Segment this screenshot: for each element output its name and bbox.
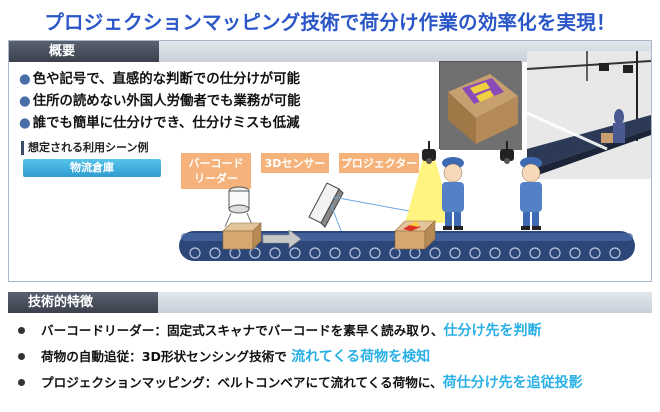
- bullet-dot-icon: [18, 353, 25, 360]
- scene-badge: 物流倉庫: [23, 159, 161, 177]
- bullet-dot-icon: [18, 327, 25, 334]
- overview-panel: 概要 ●色や記号で、直感的な判断での仕分けが可能 ●住所の読めない外国人労働者で…: [8, 40, 652, 282]
- projector-label: プロジェクター: [339, 153, 419, 173]
- 3d-sensor-label: 3Dセンサー: [261, 153, 329, 173]
- bullet-dot-icon: ●: [19, 94, 31, 109]
- overview-bullets: ●色や記号で、直感的な判断での仕分けが可能 ●住所の読めない外国人労働者でも業務…: [19, 69, 301, 135]
- conveyor-diagram: バーコード リーダー 3Dセンサー プロジェクター: [179, 141, 635, 261]
- barcode-reader-icon: [224, 186, 254, 228]
- feature-item: 荷物の自動追従：3D形状センシング技術で 流れてくる荷物を検知: [18, 346, 430, 366]
- overview-header-bar: [9, 41, 651, 62]
- svg-text:リーダー: リーダー: [194, 171, 238, 185]
- projected-parcel-icon: [394, 159, 453, 250]
- projector-icon: [422, 141, 436, 164]
- svg-text:バーコード: バーコード: [189, 157, 244, 170]
- projector-icon: [500, 141, 514, 164]
- warehouse-photo-image: [526, 51, 652, 179]
- features-header: 技術的特徴: [8, 292, 158, 313]
- overview-header: 概要: [9, 41, 159, 62]
- parcel-photo: [439, 61, 522, 150]
- features-header-bar: 技術的特徴: [8, 292, 652, 313]
- worker-icon: [520, 157, 542, 230]
- overview-bullet: ●色や記号で、直感的な判断での仕分けが可能: [19, 72, 300, 87]
- 3d-sensor-icon: [308, 182, 410, 252]
- feature-item: バーコードリーダー：固定式スキャナでバーコードを素早く読み取り、仕分け先を判断: [18, 320, 542, 340]
- movement-arrow-icon: [262, 229, 302, 249]
- features-section: 技術的特徴 バーコードリーダー：固定式スキャナでバーコードを素早く読み取り、仕分…: [8, 292, 652, 391]
- bullet-dot-icon: ●: [19, 72, 31, 87]
- warehouse-photo: [526, 51, 652, 179]
- parcel-box-icon: [222, 222, 262, 250]
- feature-item: プロジェクションマッピング：ベルトコンベアにて流れてくる荷物に、荷仕分け先を追従…: [18, 372, 583, 392]
- bullet-dot-icon: ●: [19, 116, 31, 131]
- barcode-reader-label: バーコード リーダー: [181, 153, 251, 189]
- worker-icon: [442, 157, 464, 230]
- page-title: プロジェクションマッピング技術で荷分け作業の効率化を実現！: [44, 11, 616, 34]
- overview-bullet: ●住所の読めない外国人労働者でも業務が可能: [19, 94, 301, 109]
- scene-label: 想定される利用シーン例: [21, 141, 148, 155]
- svg-text:3Dセンサー: 3Dセンサー: [265, 157, 326, 170]
- bullet-dot-icon: [18, 379, 25, 386]
- parcel-photo-image: [440, 62, 522, 150]
- overview-bullet: ●誰でも簡単に仕分けでき、仕分けミスも低減: [19, 116, 300, 131]
- svg-text:プロジェクター: プロジェクター: [341, 156, 418, 170]
